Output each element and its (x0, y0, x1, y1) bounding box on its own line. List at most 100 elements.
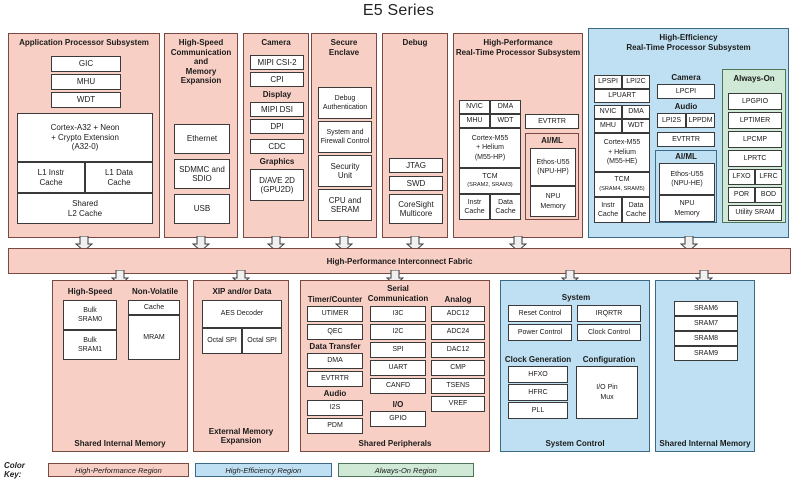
box-bod[interactable]: BOD (755, 187, 782, 203)
box-cortex-m55-he[interactable]: Cortex-M55 + Helium (M55-HE) (594, 133, 650, 172)
box-i2c[interactable]: I2C (370, 324, 426, 340)
box-ethos-u55-he[interactable]: Ethos-U55 (NPU-HE) (659, 163, 715, 195)
box-sram9[interactable]: SRAM9 (674, 346, 738, 361)
box-pll[interactable]: PLL (508, 402, 568, 419)
box-mhu[interactable]: MHU (51, 74, 121, 90)
box-adc24[interactable]: ADC24 (431, 324, 485, 340)
box-mram[interactable]: MRAM (128, 315, 180, 360)
box-por[interactable]: POR (728, 187, 755, 203)
block-debug[interactable]: Debug JTAG SWD CoreSight Multicore (382, 33, 448, 238)
box-ethernet[interactable]: Ethernet (174, 124, 230, 154)
block-shared-peripherals[interactable]: Timer/Counter UTIMER QEC Data Transfer D… (300, 280, 490, 452)
box-nvic-hp[interactable]: NVIC (459, 100, 490, 114)
box-cdc[interactable]: CDC (250, 139, 304, 154)
box-mhu-hp[interactable]: MHU (459, 114, 490, 128)
box-lpspi[interactable]: LPSPI (594, 75, 622, 89)
box-lpuart[interactable]: LPUART (594, 89, 650, 103)
subblock-aiml-he[interactable]: AI/ML Ethos-U55 (NPU-HE) NPU Memory (655, 150, 717, 223)
box-dac12[interactable]: DAC12 (431, 342, 485, 358)
box-cmp[interactable]: CMP (431, 360, 485, 376)
box-dma-hp[interactable]: DMA (490, 100, 521, 114)
box-wdt-hp[interactable]: WDT (490, 114, 521, 128)
subblock-aiml-hp[interactable]: AI/ML Ethos-U55 (NPU-HP) NPU Memory (525, 133, 579, 220)
block-high-speed-communication[interactable]: High-Speed Communication and Memory Expa… (164, 33, 238, 238)
box-sram8[interactable]: SRAM8 (674, 331, 738, 346)
block-secure-enclave[interactable]: Secure Enclave Debug Authentication Syst… (311, 33, 377, 238)
block-high-efficiency-realtime-subsystem[interactable]: High-Efficiency Real-Time Processor Subs… (588, 28, 789, 238)
box-tcm-hp[interactable]: TCM (SRAM2, SRAM3) (459, 168, 521, 194)
box-octal-spi-1[interactable]: Octal SPI (202, 328, 242, 354)
box-pdm[interactable]: PDM (307, 418, 363, 434)
subblock-always-on[interactable]: Always-On LPGPIO LPTIMER LPCMP LPRTC LFX… (722, 69, 786, 223)
block-high-performance-realtime-subsystem[interactable]: High-Performance Real-Time Processor Sub… (453, 33, 583, 238)
box-data-cache-hp[interactable]: Data Cache (490, 194, 521, 220)
box-system-firewall-control[interactable]: System and Firewall Control (318, 121, 372, 153)
box-i2s[interactable]: I2S (307, 400, 363, 416)
box-instr-cache-he[interactable]: Instr Cache (594, 197, 622, 223)
box-dpi[interactable]: DPI (250, 119, 304, 134)
box-power-control[interactable]: Power Control (508, 324, 572, 341)
box-usb[interactable]: USB (174, 194, 230, 224)
box-hfxo[interactable]: HFXO (508, 366, 568, 383)
box-dma[interactable]: DMA (307, 353, 363, 369)
box-octal-spi-2[interactable]: Octal SPI (242, 328, 282, 354)
box-mhu-he[interactable]: MHU (594, 119, 622, 133)
box-npu-memory-he[interactable]: NPU Memory (659, 195, 715, 222)
box-cortex-a32[interactable]: Cortex-A32 + Neon + Crypto Extension (A3… (17, 113, 153, 162)
box-spi[interactable]: SPI (370, 342, 426, 358)
box-shared-l2-cache[interactable]: Shared L2 Cache (17, 193, 153, 224)
box-reset-control[interactable]: Reset Control (508, 305, 572, 322)
box-gic[interactable]: GIC (51, 56, 121, 72)
block-system-control[interactable]: System Reset Control IRQRTR Power Contro… (500, 280, 650, 452)
box-ethos-u55-hp[interactable]: Ethos-U55 (NPU-HP) (530, 148, 576, 186)
box-lpcpi[interactable]: LPCPI (657, 84, 715, 99)
box-irqrtr[interactable]: IRQRTR (577, 305, 641, 322)
box-lpcmp[interactable]: LPCMP (728, 131, 782, 148)
box-lpi2c[interactable]: LPI2C (622, 75, 650, 89)
box-dave-2d-gpu2d[interactable]: D/AVE 2D (GPU2D) (250, 169, 304, 201)
box-lptimer[interactable]: LPTIMER (728, 112, 782, 129)
box-bulk-sram0[interactable]: Bulk SRAM0 (63, 300, 117, 330)
box-lfxo[interactable]: LFXO (728, 169, 755, 185)
box-security-unit[interactable]: Security Unit (318, 155, 372, 187)
box-npu-memory-hp[interactable]: NPU Memory (530, 186, 576, 217)
block-shared-internal-memory-left[interactable]: High-Speed Non-Volatile Bulk SRAM0 Bulk … (52, 280, 188, 452)
box-adc12[interactable]: ADC12 (431, 306, 485, 322)
box-bulk-sram1[interactable]: Bulk SRAM1 (63, 330, 117, 360)
box-tsens[interactable]: TSENS (431, 378, 485, 394)
block-application-processor-subsystem[interactable]: Application Processor Subsystem GIC MHU … (8, 33, 160, 238)
box-cache[interactable]: Cache (128, 300, 180, 315)
box-nvic-he[interactable]: NVIC (594, 105, 622, 119)
box-evtrtr-hp[interactable]: EVTRTR (525, 114, 579, 129)
block-camera-display-graphics[interactable]: Camera MIPI CSI-2 CPI Display MIPI DSI D… (243, 33, 309, 238)
box-aes-decoder[interactable]: AES Decoder (202, 300, 282, 328)
box-sram6[interactable]: SRAM6 (674, 301, 738, 316)
block-shared-internal-memory-right[interactable]: SRAM6 SRAM7 SRAM8 SRAM9 Shared Internal … (655, 280, 755, 452)
box-vref[interactable]: VREF (431, 396, 485, 412)
box-lppdm[interactable]: LPPDM (686, 113, 715, 128)
box-wdt-he[interactable]: WDT (622, 119, 650, 133)
box-jtag[interactable]: JTAG (389, 158, 443, 173)
box-coresight-multicore[interactable]: CoreSight Multicore (389, 194, 443, 224)
box-lpgpio[interactable]: LPGPIO (728, 93, 782, 110)
box-debug-authentication[interactable]: Debug Authentication (318, 87, 372, 119)
box-mipi-dsi[interactable]: MIPI DSI (250, 102, 304, 117)
box-mipi-csi2[interactable]: MIPI CSI-2 (250, 55, 304, 70)
box-sram7[interactable]: SRAM7 (674, 316, 738, 331)
box-l1-data-cache[interactable]: L1 Data Cache (85, 162, 153, 193)
box-wdt[interactable]: WDT (51, 92, 121, 108)
box-gpio[interactable]: GPIO (370, 411, 426, 427)
box-lpi2s[interactable]: LPI2S (657, 113, 686, 128)
box-utility-sram[interactable]: Utility SRAM (728, 205, 782, 221)
box-dma-he[interactable]: DMA (622, 105, 650, 119)
box-l1-instr-cache[interactable]: L1 Instr Cache (17, 162, 85, 193)
box-instr-cache-hp[interactable]: Instr Cache (459, 194, 490, 220)
block-external-memory-expansion[interactable]: XIP and/or Data AES Decoder Octal SPI Oc… (193, 280, 289, 452)
box-cpi[interactable]: CPI (250, 72, 304, 87)
box-sdmmc-sdio[interactable]: SDMMC and SDIO (174, 159, 230, 189)
box-cpu-and-seram[interactable]: CPU and SERAM (318, 189, 372, 221)
box-canfd[interactable]: CANFD (370, 378, 426, 394)
box-qec[interactable]: QEC (307, 324, 363, 340)
box-lprtc[interactable]: LPRTC (728, 150, 782, 167)
box-utimer[interactable]: UTIMER (307, 306, 363, 322)
